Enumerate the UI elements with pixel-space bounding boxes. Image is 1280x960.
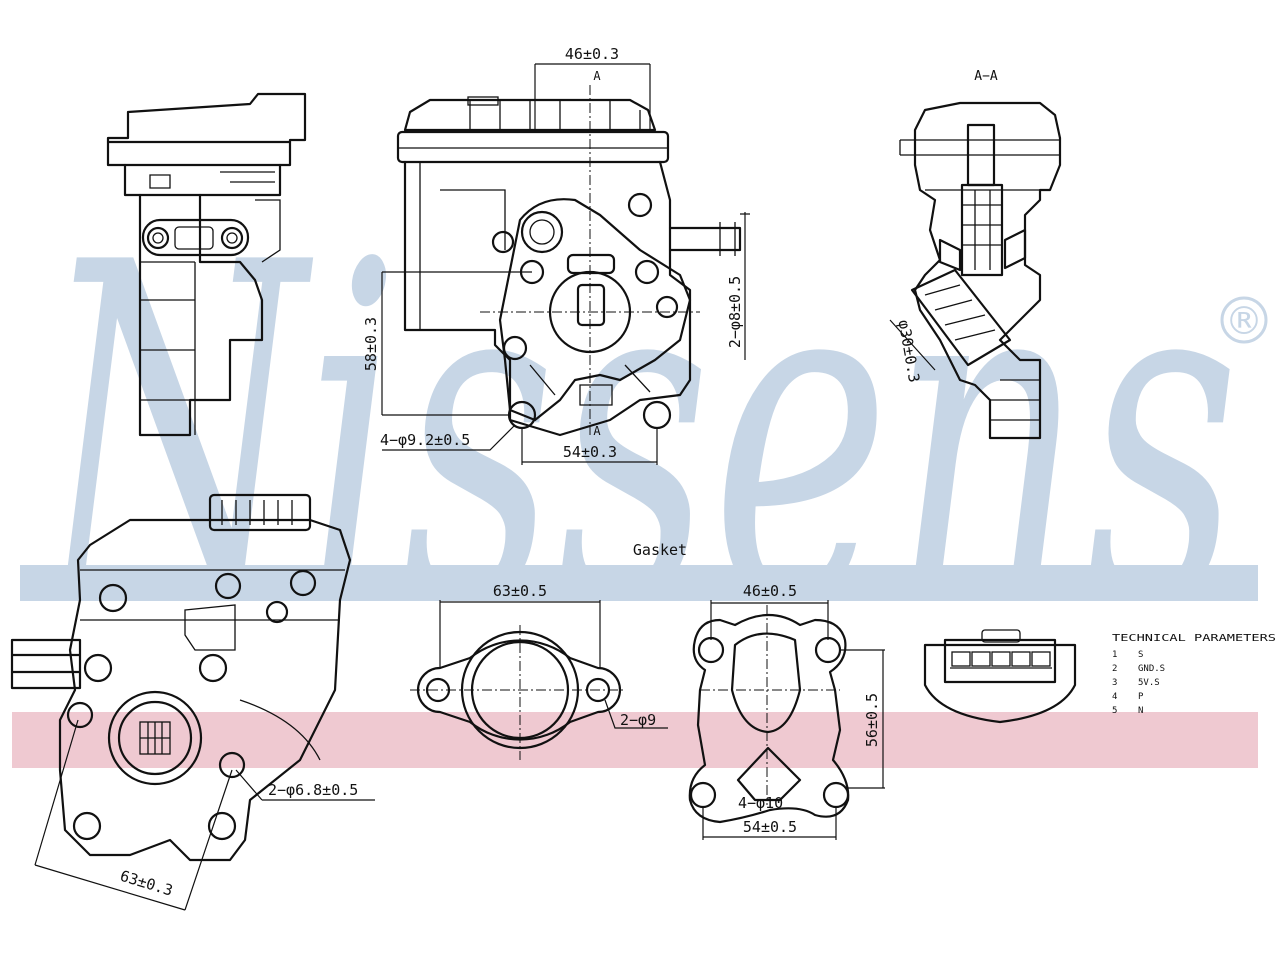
tech-param-row: 3 5V.S [1112,678,1160,688]
tech-param-row: 5 N [1112,706,1143,716]
section-marker-top: A [593,69,601,83]
dim-flange-holes: 4−φ10 [738,794,783,812]
tech-param-num: 3 [1112,678,1117,688]
dim-perspective-bottom: 63±0.3 [118,867,175,900]
dim-front-top: 46±0.3 [565,45,619,63]
section-title: A−A [974,69,998,84]
dim-gasket-holes: 2−φ9 [620,711,656,729]
watermark-blue-band [20,565,1258,601]
tech-param-row: 4 P [1112,692,1144,702]
tech-param-value: GND.S [1138,664,1165,674]
dim-gasket-top: 63±0.5 [493,582,547,600]
tech-param-value: P [1138,692,1144,702]
dim-front-holes: 4−φ9.2±0.5 [380,431,470,449]
dim-flange-height: 56±0.5 [863,693,881,747]
front-view-dimensions: 46±0.3 A 58±0.3 4−φ9.2±0.5 A 54±0.3 2−φ8… [362,45,750,465]
valve-perspective-view [10,493,352,862]
registered-circle [1220,296,1268,344]
valve-side-view [106,92,307,437]
dim-front-bottom: 54±0.3 [563,443,617,461]
tech-param-value: S [1138,650,1143,660]
tech-param-value: 5V.S [1138,678,1160,688]
dim-flange-bottom: 54±0.5 [743,818,797,836]
tech-param-row: 1 S [1112,650,1143,660]
dim-front-side: 2−φ8±0.5 [726,276,744,348]
flange-view: 46±0.5 56±0.5 4−φ10 54±0.5 [688,582,885,840]
tech-param-value: N [1138,706,1143,716]
tech-param-row: 2 GND.S [1112,664,1165,674]
gasket-view: Gasket 63±0.5 2−φ9 [410,541,687,760]
tech-param-num: 4 [1112,692,1117,702]
gasket-title: Gasket [633,541,687,559]
section-marker-bottom: A [593,424,601,438]
dim-flange-top: 46±0.5 [743,582,797,600]
technical-parameters: TECHNICAL PARAMETERS 1 S 2 GND.S 3 5V.S … [1112,633,1276,716]
watermark-white-band [20,601,1258,609]
tech-param-num: 1 [1112,650,1117,660]
tech-param-num: 2 [1112,664,1117,674]
tech-params-title: TECHNICAL PARAMETERS [1112,633,1276,644]
dim-front-height: 58±0.3 [362,317,380,371]
dim-perspective-holes: 2−φ6.8±0.5 [268,781,358,799]
registered-mark: ® [1225,299,1263,343]
connector-view [923,629,1077,724]
watermark-red-band [12,712,1258,768]
tech-param-num: 5 [1112,706,1117,716]
